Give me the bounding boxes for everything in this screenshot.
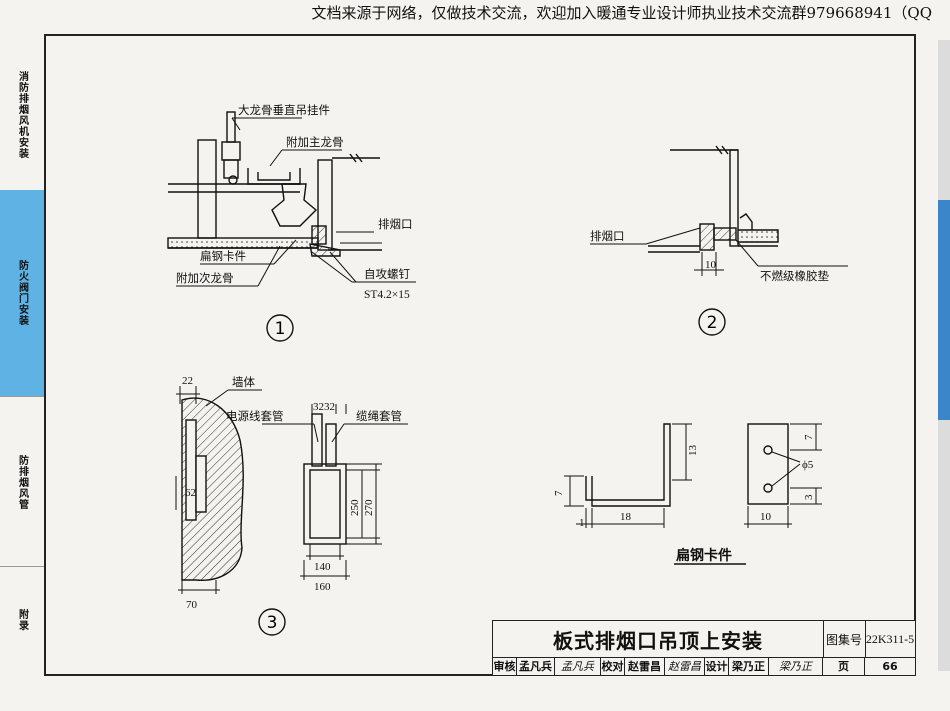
detail-2-number: 2 <box>698 308 726 336</box>
label-screw: 自攻螺钉 <box>364 267 410 281</box>
detail-1-leaders <box>176 117 416 287</box>
check-name: 赵雷昌 <box>625 657 665 675</box>
review-signature: 孟凡兵 <box>555 657 601 675</box>
check-label: 校对 <box>601 657 625 675</box>
dim-10-clip: 10 <box>760 511 772 523</box>
sidebar: 消防排烟风机安装 防火阀门安装 防排烟风管 附录 <box>0 40 45 671</box>
drawing-frame <box>44 34 916 676</box>
design-signature: 梁乃正 <box>769 657 823 675</box>
page-label: 页 <box>823 657 865 675</box>
page-number: 66 <box>882 659 898 673</box>
dim-270: 270 <box>363 499 375 516</box>
dim-140: 140 <box>314 561 331 573</box>
dim-160: 160 <box>314 581 331 593</box>
label-main-keel: 附加主龙骨 <box>286 135 344 149</box>
sidebar-item-label: 防排烟风管 <box>16 454 28 510</box>
detail-2-labels: 排烟口 不燃级橡胶垫 10 <box>590 229 829 283</box>
label-power-tube: 电源线套管 <box>226 409 284 423</box>
label-cable-tube: 缆绳套管 <box>356 409 402 423</box>
detail-3-labels: 22 墙体 电源线套管 缆绳套管 3232 62 70 250 270 140 … <box>182 375 402 611</box>
dim-3: 3 <box>803 494 815 500</box>
atlas-number: 22K311-5 <box>865 621 915 658</box>
sidebar-item-label: 附录 <box>16 608 28 631</box>
detail-2-leaders <box>590 227 848 276</box>
sidebar-item-appendix[interactable]: 附录 <box>0 566 44 672</box>
design-label: 设计 <box>705 657 729 675</box>
detail-3-number-label: 3 <box>267 613 278 633</box>
detail-3-leaders <box>175 386 408 594</box>
label-hanger: 大龙骨垂直吊挂件 <box>238 103 330 117</box>
dim-18: 18 <box>620 511 632 523</box>
detail-1-drawing <box>167 111 382 257</box>
label-clip: 扁钢卡件 <box>200 249 246 263</box>
label-gasket: 不燃级橡胶垫 <box>760 269 829 283</box>
detail-3-number: 3 <box>258 608 286 636</box>
detail-2-drawing <box>648 145 779 253</box>
dim-1: 1 <box>579 517 585 529</box>
clip-detail-dims <box>564 423 822 565</box>
dim-7-left: 7 <box>553 490 565 496</box>
dim-70: 70 <box>186 599 198 611</box>
label-outlet-1: 排烟口 <box>378 217 413 231</box>
detail-1-labels: 大龙骨垂直吊挂件 附加主龙骨 排烟口 扁钢卡件 附加次龙骨 自攻螺钉 ST4.2… <box>176 103 413 301</box>
sidebar-item-valve[interactable]: 防火阀门安装 <box>0 190 44 396</box>
detail-3-drawing <box>181 397 347 581</box>
source-banner: 文档来源于网络，仅做技术交流，欢迎加入暖通专业设计师执业技术交流群9796689… <box>311 4 933 22</box>
sidebar-item-label: 防火阀门安装 <box>16 260 28 326</box>
signature-row: 审核 孟凡兵 孟凡兵 校对 赵雷昌 赵雷昌 设计 梁乃正 梁乃正 页 66 <box>493 657 915 675</box>
review-name: 孟凡兵 <box>517 657 555 675</box>
dim-7-right: 7 <box>803 434 815 440</box>
detail-1-number-label: 1 <box>275 319 286 339</box>
right-tab-strip <box>938 40 950 671</box>
dim-250: 250 <box>349 499 361 516</box>
dim-22: 22 <box>182 375 193 387</box>
design-name: 梁乃正 <box>729 657 769 675</box>
label-wall: 墙体 <box>232 375 255 389</box>
clip-detail-labels: 13 7 1 18 7 ϕ5 3 10 扁钢卡件 <box>553 434 815 564</box>
detail-1-number: 1 <box>266 314 294 342</box>
drawing-title: 板式排烟口吊顶上安装 <box>493 621 824 658</box>
clip-detail-drawing <box>585 423 789 507</box>
dim-10-detail2: 10 <box>705 259 717 271</box>
label-sub-keel: 附加次龙骨 <box>176 271 234 285</box>
label-screw-spec: ST4.2×15 <box>364 289 410 301</box>
clip-detail-title: 扁钢卡件 <box>676 547 732 564</box>
dim-phi5: ϕ5 <box>802 459 814 471</box>
atlas-label: 图集号 <box>823 621 866 658</box>
right-tab-active <box>938 200 950 420</box>
review-label: 审核 <box>493 657 517 675</box>
title-block: 板式排烟口吊顶上安装 图集号 22K311-5 审核 孟凡兵 孟凡兵 校对 赵雷… <box>492 620 916 676</box>
dim-3232: 3232 <box>313 401 335 413</box>
dim-13: 13 <box>687 445 699 457</box>
dim-62: 62 <box>185 487 196 499</box>
sidebar-item-label: 消防排烟风机安装 <box>16 71 28 159</box>
check-signature: 赵雷昌 <box>665 657 705 675</box>
detail-2-number-label: 2 <box>707 313 718 333</box>
sidebar-item-duct[interactable]: 防排烟风管 <box>0 396 44 567</box>
label-outlet-2: 排烟口 <box>590 229 625 243</box>
